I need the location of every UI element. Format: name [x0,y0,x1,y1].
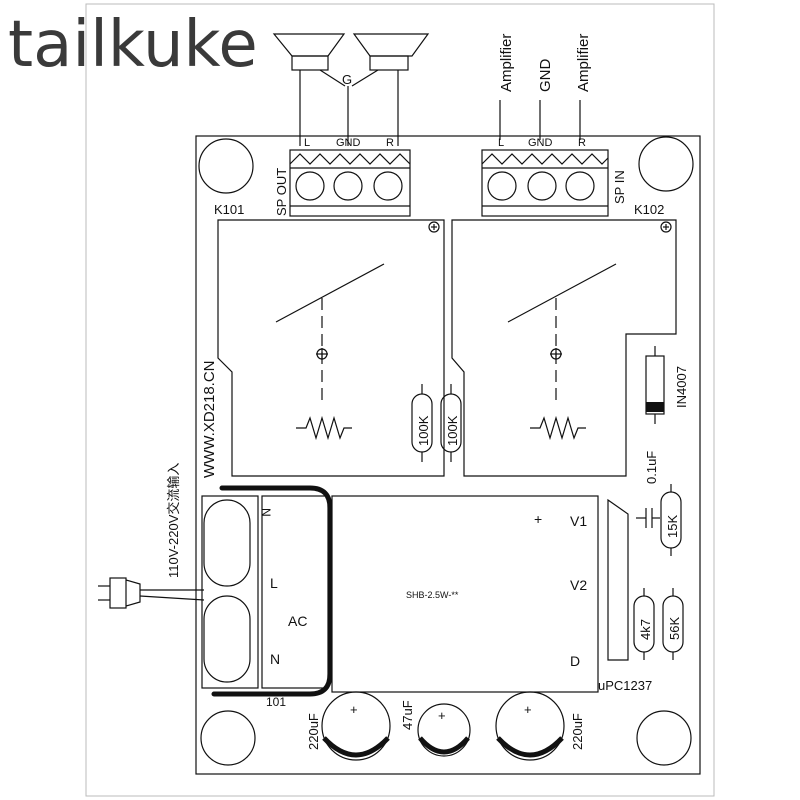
cap-220uf-b-plus: + [524,702,532,717]
relay-right [451,219,677,477]
k101-label: K101 [214,202,244,217]
relay-left [217,219,445,477]
cap-220uf-a-plus: + [350,702,358,717]
module-model-label: SHB-2.5W-** [406,590,459,600]
sp-in-gnd-label: GND [528,137,553,149]
mounting-hole-bottom-left [200,710,256,766]
ac-l-label: L [270,575,278,591]
sp-out-l-label: L [304,137,310,149]
speaker-left-icon [272,33,346,146]
resistor-4k7-label: 4k7 [638,619,653,640]
ac-n-top-label: N [259,508,273,517]
amp-left-label: Amplifier [498,34,515,92]
board-outline [195,135,701,775]
mounting-hole-bottom-right [636,710,692,766]
sp-in-label: SP IN [612,170,627,204]
module-d-label: D [570,653,580,669]
cap-220uf-a [321,691,391,761]
ac-label: AC [288,613,307,629]
capacitor-0-1uf [636,508,660,528]
ac-n-label: N [270,651,280,667]
cap-220uf-a-label: 220uF [306,713,321,750]
cap-47uf-label: 47uF [400,700,415,730]
resistor-56k-label: 56K [667,617,682,640]
ic-label: uPC1237 [598,678,652,693]
watermark: tailkuke [8,8,258,82]
power-input-label: 110V-220V交流输入 [166,463,181,578]
module-v1-label: V1 [570,513,587,529]
sp-out-connector: L GND R [289,137,411,217]
resistor-15k-label: 15K [665,515,680,538]
resistor-100k-a-label: 100K [416,415,431,446]
diode-in4007 [645,346,665,424]
resistor-100k-a [411,384,433,462]
page-frame [85,3,715,797]
resistor-4k7 [633,588,655,660]
sp-out-label: SP OUT [274,168,289,216]
speaker-common-label: G [342,72,352,87]
diode-label: IN4007 [674,366,689,408]
ac-terminal [201,495,329,689]
k102-label: K102 [634,202,664,217]
resistor-15k [660,484,682,556]
cap-220uf-b [495,691,565,761]
sp-in-connector: L GND R [481,137,609,217]
amp-gnd-label: GND [537,59,554,93]
resistor-100k-b-label: 100K [445,415,460,446]
sp-out-gnd-label: GND [336,137,361,149]
cap-0-1uf-label: 0.1uF [644,451,659,484]
amp-right-label: Amplifier [575,34,592,92]
website-label: WWW.XD218.CN [201,360,218,478]
sp-in-r-label: R [578,137,586,149]
cap-47uf [417,703,471,757]
module-v2-label: V2 [570,577,587,593]
cap-47uf-plus: + [438,708,446,723]
ic-outline [607,498,629,661]
ac-terminal-bracket [211,485,333,697]
resistor-100k-b [440,384,462,462]
ac-plug-icon [98,577,205,609]
speaker-right-icon [351,33,430,146]
mounting-hole-top-right [638,136,694,192]
power-module [331,495,599,693]
sp-out-r-label: R [386,137,394,149]
ac-ref-label: 101 [266,695,286,709]
sp-in-l-label: L [498,137,504,149]
resistor-56k [662,588,684,660]
cap-220uf-b-label: 220uF [570,713,585,750]
module-plus-label: + [534,511,542,527]
mounting-hole-top-left [198,138,254,194]
